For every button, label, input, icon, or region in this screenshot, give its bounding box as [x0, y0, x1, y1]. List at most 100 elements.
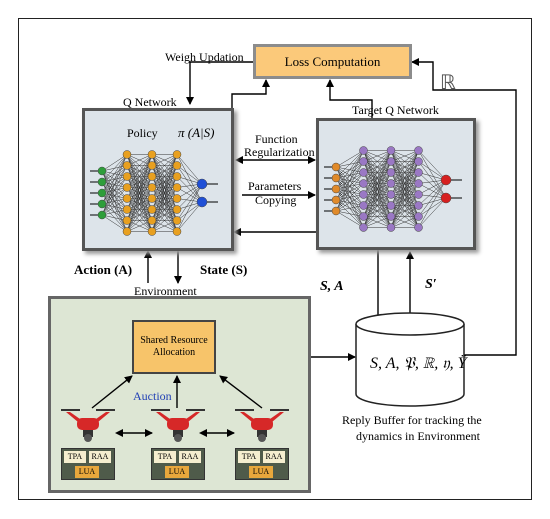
uav-module-center: TPA RAA LUA	[151, 448, 205, 480]
lua-label: LUA	[75, 466, 99, 478]
network-node	[331, 173, 341, 183]
buffer-caption-1: Reply Buffer for tracking the	[342, 413, 482, 427]
drone-icon	[235, 409, 289, 442]
network-node	[414, 179, 423, 188]
network-node	[331, 206, 341, 216]
shared-resource-box: Shared Resource Allocation	[132, 320, 216, 374]
network-node	[414, 223, 423, 232]
network-node	[122, 161, 132, 170]
drone-icon	[151, 409, 205, 442]
network-edge	[390, 150, 419, 195]
network-edge	[335, 205, 364, 212]
network-node	[386, 157, 396, 166]
network-edge	[335, 172, 364, 212]
network-edge	[418, 161, 447, 199]
network-edge	[363, 161, 392, 228]
network-edge	[176, 154, 203, 203]
network-edge	[418, 172, 447, 199]
network-edge	[101, 176, 128, 216]
network-node	[414, 168, 423, 177]
uav-right-to-shared-arrow	[219, 375, 263, 409]
network-edge	[101, 154, 128, 183]
network-edge	[390, 194, 419, 228]
network-node	[359, 212, 368, 221]
q-network-graph	[90, 150, 218, 236]
network-node	[359, 223, 368, 232]
network-node	[359, 201, 368, 210]
network-edge	[335, 183, 364, 212]
network-edge	[126, 209, 153, 232]
network-node	[359, 190, 368, 199]
network-node	[386, 223, 396, 232]
network-node	[172, 161, 182, 170]
network-node	[122, 205, 132, 214]
network-node	[147, 227, 157, 236]
network-edge	[363, 216, 392, 228]
network-edge	[151, 176, 178, 232]
network-edge	[418, 161, 447, 181]
auction-label: Auction	[133, 389, 172, 403]
network-edge	[126, 220, 153, 232]
network-edge	[363, 172, 392, 228]
uav-drone-center	[148, 405, 208, 445]
target-network-graph	[324, 146, 462, 232]
network-edge	[101, 209, 128, 216]
network-node	[440, 192, 452, 204]
reward-arrow	[411, 58, 517, 356]
network-node	[172, 227, 182, 236]
raa-label: RAA	[179, 451, 201, 463]
network-node	[172, 172, 182, 181]
network-edge	[151, 154, 178, 199]
network-edge	[101, 214, 128, 232]
loss-computation-label: Loss Computation	[284, 54, 381, 69]
network-edge	[126, 187, 153, 232]
tpa-label: TPA	[154, 451, 176, 463]
target-q-network-title: Target Q Network	[352, 103, 439, 117]
network-edge	[390, 183, 419, 228]
weigh-updation-arrow	[186, 61, 253, 105]
network-edge	[151, 220, 178, 232]
network-edge	[151, 154, 178, 166]
network-edge	[418, 179, 447, 228]
policy-formula: π (A|S)	[178, 125, 215, 140]
network-node	[172, 194, 182, 203]
network-node	[414, 212, 423, 221]
network-node	[386, 168, 396, 177]
network-edge	[101, 154, 128, 194]
network-edge	[418, 179, 447, 206]
network-edge	[101, 198, 128, 216]
network-edge	[390, 172, 419, 228]
q-to-loss-arrow	[231, 79, 270, 108]
network-edge	[151, 154, 178, 210]
tpa-label: TPA	[238, 451, 260, 463]
network-edge	[126, 154, 153, 232]
network-node	[359, 168, 368, 177]
network-node	[172, 216, 182, 225]
network-edge	[335, 150, 364, 179]
network-node	[97, 166, 107, 176]
network-node	[147, 172, 157, 181]
network-edge	[418, 179, 447, 217]
network-node	[386, 146, 396, 155]
network-edge	[363, 150, 392, 173]
network-node	[359, 157, 368, 166]
network-edge	[126, 154, 153, 188]
network-edge	[176, 183, 203, 221]
network-edge	[363, 150, 392, 206]
network-edge	[335, 150, 364, 201]
shared-resource-label-1: Shared Resource	[140, 335, 208, 346]
network-edge	[151, 198, 178, 232]
network-node	[172, 150, 182, 159]
network-edge	[335, 194, 364, 212]
network-edge	[126, 198, 153, 232]
network-node	[359, 179, 368, 188]
network-edge	[390, 216, 419, 228]
network-node	[122, 172, 132, 181]
network-edge	[126, 154, 153, 177]
network-node	[147, 194, 157, 203]
uav-arrows	[91, 375, 263, 437]
network-edge	[335, 150, 364, 212]
network-edge	[418, 150, 447, 181]
network-node	[331, 195, 341, 205]
